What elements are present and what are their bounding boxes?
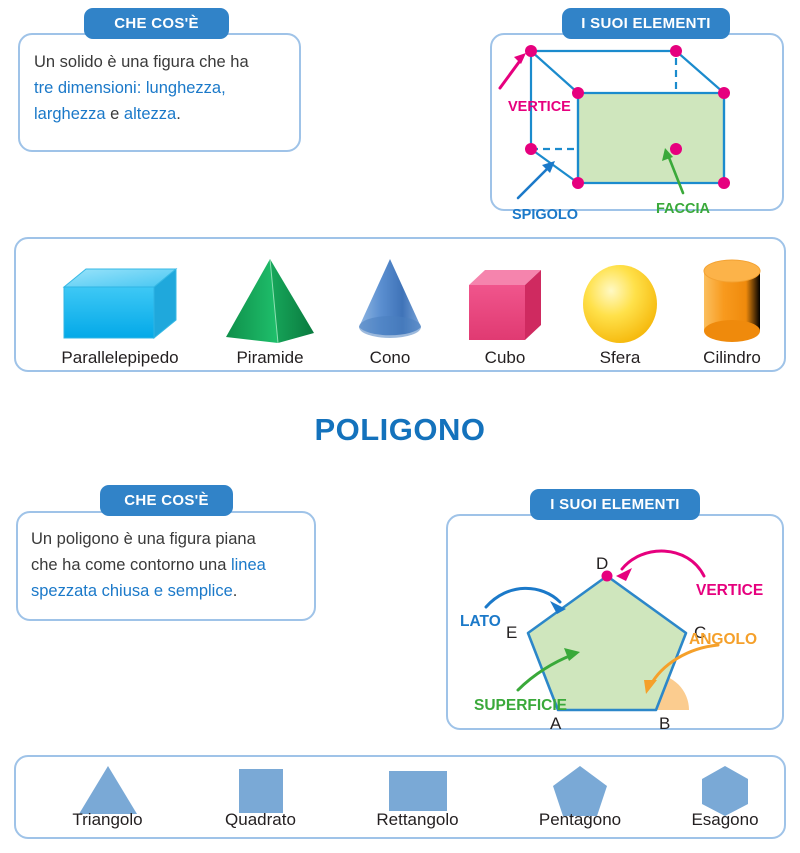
solid-def-line3-conj: e bbox=[105, 105, 124, 123]
poly-def-line2-hl: linea bbox=[230, 556, 266, 574]
pentagon-shape bbox=[526, 574, 688, 712]
polygon-label-quadrato: Quadrato bbox=[225, 810, 296, 829]
polygon-item-esagono: Esagono bbox=[655, 760, 795, 835]
angolo-arrow bbox=[644, 643, 720, 694]
triangle-shape bbox=[78, 766, 137, 814]
rectangle-shape bbox=[388, 771, 447, 811]
sphere-shape bbox=[583, 265, 657, 343]
solid-def-line3b: altezza bbox=[123, 105, 177, 123]
vertice-label: VERTICE bbox=[508, 99, 571, 115]
polygon-definition-tab-label: CHE COS'È bbox=[124, 492, 209, 509]
hexagon-shape bbox=[702, 766, 748, 816]
poly-def-line1: Un poligono è una figura piana bbox=[31, 530, 256, 548]
solid-label-cilindro: Cilindro bbox=[703, 348, 761, 367]
solid-label-piramide: Piramide bbox=[236, 348, 304, 367]
square-shape bbox=[238, 769, 283, 813]
vertice-arrow bbox=[498, 53, 526, 90]
solid-elements-tab-label: I SUOI ELEMENTI bbox=[581, 15, 711, 32]
solid-item-sfera: Sfera bbox=[555, 255, 685, 367]
solid-definition-tab-label: CHE COS'È bbox=[114, 15, 199, 32]
solid-elements-diagram: VERTICE SPIGOLO FACCIA bbox=[498, 45, 730, 223]
solid-def-line1: Un solido è una figura che ha bbox=[34, 53, 249, 71]
solid-label-parallelepipedo: Parallelepipedo bbox=[61, 348, 179, 367]
lato-arrow bbox=[484, 586, 566, 614]
vertex-letter-c: C bbox=[694, 623, 706, 642]
pyramid-shape bbox=[226, 258, 314, 344]
superficie-label: SUPERFICIE bbox=[474, 697, 567, 714]
vertex-letter-e: E bbox=[506, 623, 517, 642]
spigolo-label: SPIGOLO bbox=[512, 207, 578, 223]
faccia-arrow bbox=[662, 148, 685, 195]
vertex-letter-b: B bbox=[659, 714, 670, 733]
polygon-elements-tab-label: I SUOI ELEMENTI bbox=[550, 496, 680, 513]
polygon-definition-text: Un poligono è una figura piana che ha co… bbox=[31, 526, 316, 604]
solid-item-cubo: Cubo bbox=[440, 255, 570, 367]
solid-def-line3-end: . bbox=[176, 105, 181, 123]
polygon-definition-tab: CHE COS'È bbox=[100, 485, 233, 516]
lato-label: LATO bbox=[460, 613, 501, 630]
solid-item-piramide: Piramide bbox=[200, 255, 340, 367]
polygon-section-title: POLIGONO bbox=[314, 412, 486, 447]
poly-def-line3-end: . bbox=[232, 582, 238, 600]
visible-edges bbox=[529, 49, 726, 185]
polygon-item-pentagono: Pentagono bbox=[495, 760, 665, 835]
vertex-dots bbox=[525, 45, 730, 189]
polygon-label-esagono: Esagono bbox=[691, 810, 759, 829]
superficie-arrow bbox=[516, 648, 580, 692]
vertice-arrow-poly bbox=[616, 549, 706, 581]
pentagon-shape-small bbox=[553, 766, 607, 816]
vertice-label-poly: VERTICE bbox=[696, 582, 763, 599]
solid-item-cilindro: Cilindro bbox=[672, 255, 792, 367]
poly-def-line2: che ha come contorno una bbox=[31, 556, 231, 574]
cuboid-shape bbox=[62, 267, 178, 340]
solid-definition-tab: CHE COS'È bbox=[84, 8, 229, 39]
solid-item-parallelepipedo: Parallelepipedo bbox=[30, 255, 210, 367]
polygon-label-triangolo: Triangolo bbox=[72, 810, 143, 829]
solid-item-cono: Cono bbox=[325, 255, 455, 367]
solid-label-sfera: Sfera bbox=[599, 348, 641, 367]
solid-def-line3a: larghezza bbox=[34, 105, 106, 123]
polygon-item-rettangolo: Rettangolo bbox=[330, 760, 505, 835]
cube-shape bbox=[469, 270, 541, 340]
faccia-label: FACCIA bbox=[656, 201, 711, 217]
poly-def-line3-hl: spezzata chiusa e semplice bbox=[31, 582, 233, 600]
cylinder-shape bbox=[703, 259, 761, 342]
vertex-letter-a: A bbox=[550, 714, 562, 733]
solid-elements-tab: I SUOI ELEMENTI bbox=[562, 8, 730, 39]
vertex-letter-d: D bbox=[596, 554, 608, 573]
vertex-d-dot bbox=[601, 570, 613, 582]
solid-def-line2: tre dimensioni: lunghezza, bbox=[34, 79, 226, 97]
angolo-label: ANGOLO bbox=[689, 631, 757, 648]
cone-shape bbox=[359, 259, 421, 338]
polygon-label-pentagono: Pentagono bbox=[538, 810, 622, 829]
polygon-label-rettangolo: Rettangolo bbox=[376, 810, 459, 829]
front-face-highlight bbox=[576, 91, 726, 185]
polygon-elements-tab: I SUOI ELEMENTI bbox=[530, 489, 700, 520]
polygon-item-quadrato: Quadrato bbox=[178, 760, 343, 835]
solid-definition-text: Un solido è una figura che ha tre dimens… bbox=[34, 49, 294, 127]
spigolo-arrow bbox=[516, 161, 555, 200]
solid-label-cono: Cono bbox=[369, 348, 411, 367]
polygon-item-triangolo: Triangolo bbox=[25, 760, 190, 835]
polygon-elements-diagram: D E C A B LATO VERTICE ANGOLO SUPERFICIE bbox=[460, 549, 763, 733]
solid-label-cubo: Cubo bbox=[484, 348, 526, 367]
